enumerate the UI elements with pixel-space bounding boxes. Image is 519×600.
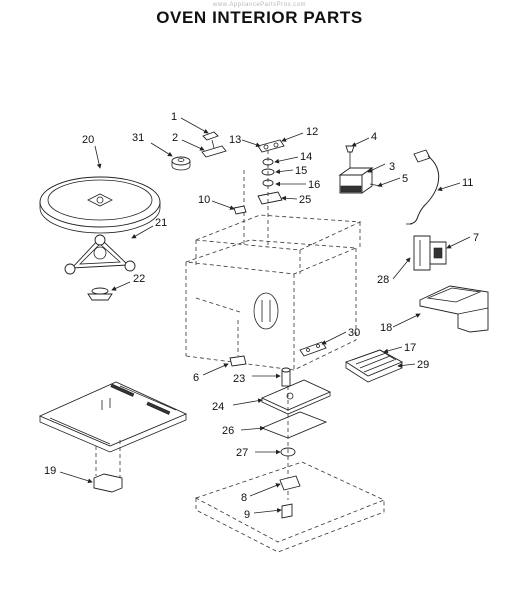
callout-31: 31 bbox=[132, 132, 144, 144]
watermark: www.AppliancePartsPros.com bbox=[212, 2, 307, 8]
callout-18: 18 bbox=[380, 322, 392, 334]
callout-13: 13 bbox=[229, 134, 241, 146]
callout-27: 27 bbox=[236, 447, 248, 459]
drive-motor-stack bbox=[260, 367, 332, 519]
leader-lines bbox=[59, 117, 471, 514]
grommet bbox=[171, 156, 191, 171]
callout-15: 15 bbox=[295, 165, 307, 177]
base-outline bbox=[194, 461, 386, 553]
clip bbox=[233, 205, 247, 215]
callout-9: 9 bbox=[244, 509, 250, 521]
callout-21: 21 bbox=[155, 217, 167, 229]
callout-11: 11 bbox=[462, 177, 473, 189]
switch-bracket bbox=[413, 235, 447, 271]
bracket-1-2 bbox=[201, 131, 227, 158]
bracket-6 bbox=[229, 355, 247, 367]
turntable-tray bbox=[39, 176, 161, 234]
callout-5: 5 bbox=[402, 173, 408, 185]
callout-25: 25 bbox=[299, 194, 311, 206]
callout-16: 16 bbox=[308, 179, 320, 191]
plate-assembly bbox=[344, 349, 404, 383]
callout-29: 29 bbox=[417, 359, 429, 371]
coupler bbox=[87, 287, 113, 301]
page-title: OVEN INTERIOR PARTS bbox=[156, 8, 363, 27]
callout-20: 20 bbox=[82, 134, 94, 146]
bottom-plate bbox=[38, 381, 188, 493]
callout-labels: 1 2 3 4 5 6 7 8 9 10 11 12 13 14 15 16 1… bbox=[44, 111, 479, 521]
callout-3: 3 bbox=[389, 161, 395, 173]
callout-22: 22 bbox=[133, 273, 145, 285]
oven-cavity bbox=[185, 214, 362, 371]
wire-harness bbox=[406, 149, 439, 225]
callout-2: 2 bbox=[172, 132, 178, 144]
callout-17: 17 bbox=[404, 342, 416, 354]
callout-1: 1 bbox=[171, 111, 177, 123]
callout-12: 12 bbox=[306, 126, 318, 138]
callout-10: 10 bbox=[198, 194, 210, 206]
callout-24: 24 bbox=[212, 401, 224, 413]
callout-19: 19 bbox=[44, 465, 56, 477]
callout-8: 8 bbox=[241, 492, 247, 504]
callout-4: 4 bbox=[371, 131, 377, 143]
cover-duct bbox=[419, 285, 489, 333]
callout-26: 26 bbox=[222, 425, 234, 437]
callout-6: 6 bbox=[193, 372, 199, 384]
callout-14: 14 bbox=[300, 151, 312, 163]
callout-23: 23 bbox=[233, 373, 245, 385]
callout-30: 30 bbox=[348, 327, 360, 339]
callout-7: 7 bbox=[473, 232, 479, 244]
callout-28: 28 bbox=[377, 274, 389, 286]
stirrer-stack bbox=[243, 139, 285, 245]
roller-support bbox=[64, 234, 136, 275]
